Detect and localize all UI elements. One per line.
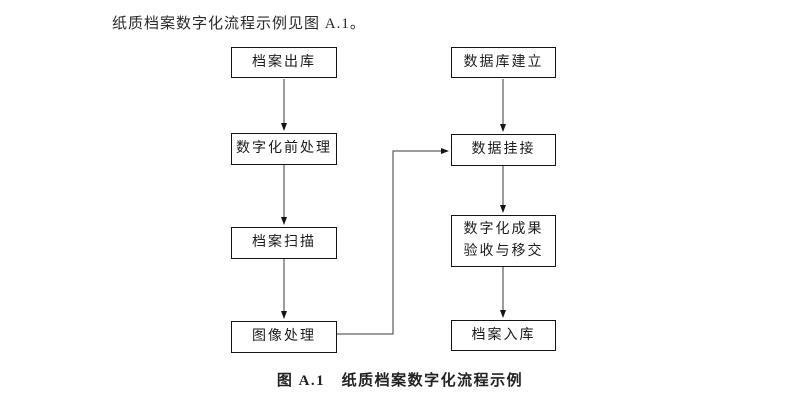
node-archive-scanning: 档案扫描 [231, 227, 337, 259]
intro-text: 纸质档案数字化流程示例见图 A.1。 [112, 16, 366, 32]
figure-caption: 图 A.1 纸质档案数字化流程示例 [276, 373, 524, 389]
node-image-processing: 图像处理 [231, 321, 337, 353]
node-data-linking: 数据挂接 [451, 134, 556, 166]
node-pre-digitization-processing: 数字化前处理 [231, 133, 337, 165]
node-database-setup: 数据库建立 [451, 47, 556, 78]
node-archive-storage: 档案入库 [451, 320, 556, 351]
node-archive-checkout: 档案出库 [231, 47, 337, 78]
node-label-line1: 数字化成果 [463, 222, 544, 238]
node-label-line2: 验收与移交 [463, 244, 544, 259]
node-acceptance-and-transfer: 数字化成果 验收与移交 [451, 215, 556, 267]
